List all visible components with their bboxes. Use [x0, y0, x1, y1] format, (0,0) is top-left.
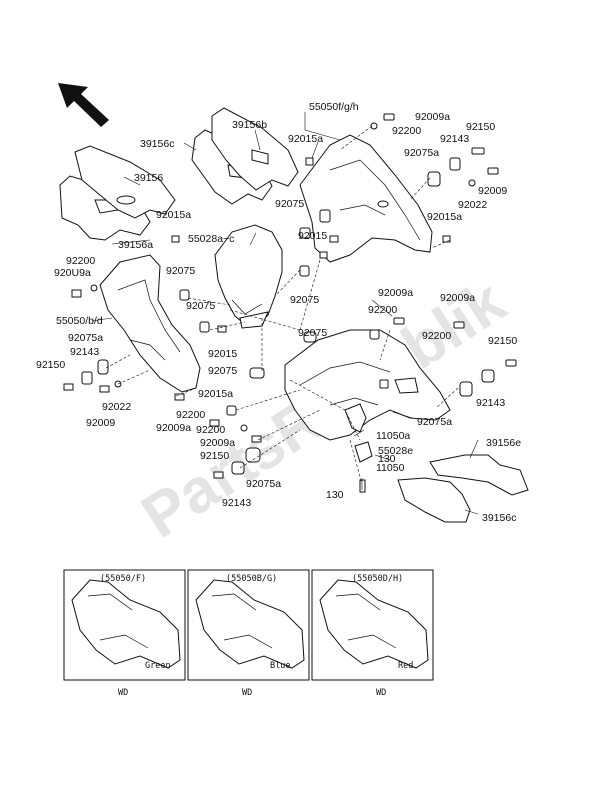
- label-92015a-bottom: 92015a: [198, 388, 233, 400]
- label-92075: 92075: [275, 198, 304, 210]
- label-92075a: 92075a: [404, 147, 439, 159]
- label-92009a-mid: 92009a: [378, 287, 413, 299]
- label-92200-mid: 92200: [368, 304, 397, 316]
- inset-code: (55050/F): [100, 574, 146, 584]
- label-92150: 92150: [466, 121, 495, 133]
- label-11050a: 11050a: [376, 430, 410, 442]
- inset-mark: WD: [242, 688, 252, 698]
- label-92075-center: 92075: [290, 294, 319, 306]
- front-direction-arrow-icon: [58, 83, 109, 127]
- label-11050: 11050: [376, 462, 405, 474]
- label-92075-bottom: 92075: [208, 365, 237, 377]
- part-labels: 55050f/g/h 92009a 92200 92150 39156b 920…: [36, 101, 521, 524]
- inset-code: (55050B/G): [226, 574, 277, 584]
- label-92143-right: 92143: [476, 397, 505, 409]
- label-92150-left: 92150: [36, 359, 65, 371]
- label-92143-left: 92143: [70, 346, 99, 358]
- inset-panel-1: (55050/F) Green WD: [63, 569, 186, 698]
- label-92200-left: 92200: [66, 255, 95, 267]
- label-92200-right: 92200: [422, 330, 451, 342]
- label-55028e: 55028e: [378, 445, 413, 457]
- upper-cowl: [214, 224, 283, 329]
- decal-39156: [74, 145, 176, 219]
- inset-panel-3: (55050D/H) Red WD: [311, 569, 434, 698]
- label-39156e: 39156e: [486, 437, 521, 449]
- label-39156: 39156: [134, 172, 163, 184]
- label-92075a-bottom: 92075a: [246, 478, 281, 490]
- label-92009a-left: 920U9a: [54, 267, 91, 279]
- label-92143: 92143: [440, 133, 469, 145]
- label-92022: 92022: [458, 199, 487, 211]
- hardware: [63, 113, 517, 493]
- label-39156c: 39156c: [140, 138, 174, 150]
- leader-lines: [91, 112, 479, 515]
- label-92015a-left: 92015a: [156, 209, 191, 221]
- label-39156c-lower: 39156c: [482, 512, 516, 524]
- label-92075-mid: 92075: [166, 265, 195, 277]
- decal-39156c-lower: [397, 477, 471, 523]
- side-cowl-left: [99, 254, 201, 393]
- decal-39156b: [211, 107, 299, 191]
- label-92009-left: 92009: [86, 417, 115, 429]
- label-92200: 92200: [392, 125, 421, 137]
- assembly-lines: [105, 125, 459, 485]
- label-92075-lower: 92075: [298, 327, 327, 339]
- label-92200-lower: 92200: [176, 409, 205, 421]
- label-92009: 92009: [478, 185, 507, 197]
- label-92009a: 92009a: [415, 111, 450, 123]
- side-cowl-right: [284, 329, 451, 441]
- label-92009a-lower: 92009a: [156, 422, 191, 434]
- label-130: 130: [378, 453, 396, 465]
- label-55050bd: 55050/b/d: [56, 315, 103, 327]
- label-92075-left: 92075: [186, 300, 215, 312]
- inset-mark: WD: [376, 688, 386, 698]
- label-92015a: 92015a: [288, 133, 323, 145]
- inset-color: Green: [145, 661, 171, 671]
- inset-color: Red: [398, 661, 413, 671]
- label-92009a-right: 92009a: [440, 292, 475, 304]
- label-92009a-bottom: 92009a: [200, 437, 235, 449]
- label-39156a: 39156a: [118, 239, 153, 251]
- label-92075a-left: 92075a: [68, 332, 103, 344]
- label-92022-left: 92022: [102, 401, 131, 413]
- decal-39156e: [429, 454, 529, 496]
- label-92015a-right: 92015a: [427, 211, 462, 223]
- label-92075a-right: 92075a: [417, 416, 452, 428]
- inset-mark: WD: [118, 688, 128, 698]
- label-55050fgh: 55050f/g/h: [309, 101, 359, 113]
- label-92015: 92015: [298, 230, 327, 242]
- label-55028ac: 55028a~c: [188, 233, 234, 245]
- label-130-lower: 130: [326, 489, 344, 501]
- label-92150-bottom: 92150: [200, 450, 229, 462]
- label-39156b: 39156b: [232, 119, 267, 131]
- label-92150-right: 92150: [488, 335, 517, 347]
- inset-color: Blue: [270, 661, 290, 671]
- inset-code: (55050D/H): [352, 574, 403, 584]
- label-92015-lower: 92015: [208, 348, 237, 360]
- label-92200-bottom: 92200: [196, 424, 225, 436]
- label-92143-bottom: 92143: [222, 497, 251, 509]
- inset-panel-2: (55050B/G) Blue WD: [187, 569, 310, 698]
